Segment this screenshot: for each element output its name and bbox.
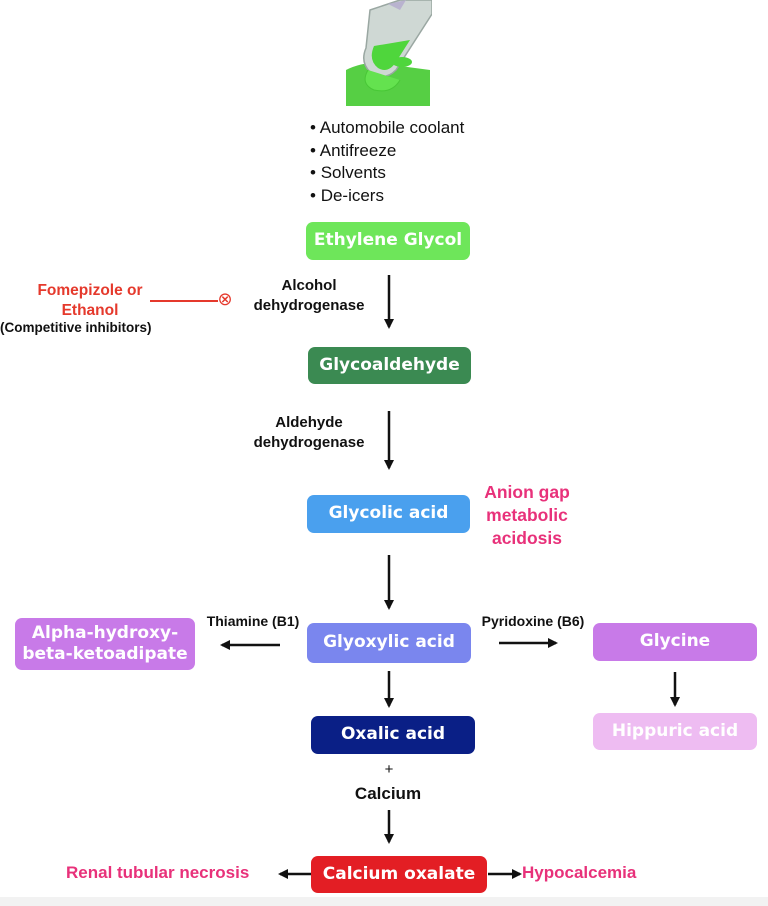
source-item: Solvents [310,162,464,185]
annotation-anion-gap: Anion gap metabolic acidosis [484,482,570,548]
enzyme-alcohol-dehydrogenase: Alcohol dehydrogenase [253,277,365,314]
enzyme-aldehyde-dehydrogenase: Aldehyde dehydrogenase [253,414,365,451]
enzyme-pyridoxine: Pyridoxine (B6) [481,613,585,629]
node-glycine: Glycine [593,623,757,661]
node-calcium-oxalate: Calcium oxalate [311,856,487,893]
bottom-strip [0,897,768,906]
test-tube-illustration [340,0,433,110]
annotation-hypocalcemia: Hypocalcemia [522,863,637,882]
node-glyoxylic-acid: Glyoxylic acid [307,623,471,663]
node-glycolic-acid: Glycolic acid [307,495,470,533]
source-item: Antifreeze [310,140,464,163]
inhibitor-label: Fomepizole or Ethanol [37,282,143,320]
source-item: Automobile coolant [310,117,465,140]
node-glycoaldehyde: Glycoaldehyde [308,347,471,384]
node-alpha-hydroxy-beta-ketoadipate: Alpha-hydroxy- beta-ketoadipate [15,618,195,670]
source-list: Automobile coolant Antifreeze Solvents D… [310,117,465,208]
annotation-renal-tubular-necrosis: Renal tubular necrosis [66,863,250,882]
source-item: De-icers [310,185,464,208]
node-ethylene-glycol: Ethylene Glycol [306,222,470,260]
enzyme-thiamine: Thiamine (B1) [206,613,300,629]
node-hippuric-acid: Hippuric acid [593,713,757,750]
inhibitor-note: (Competitive inhibitors) [0,320,152,335]
inhibition-icon: ⊗ [217,289,233,310]
calcium-label: Calcium [354,784,422,803]
plus-sign: + [384,761,394,778]
node-oxalic-acid: Oxalic acid [311,716,475,754]
